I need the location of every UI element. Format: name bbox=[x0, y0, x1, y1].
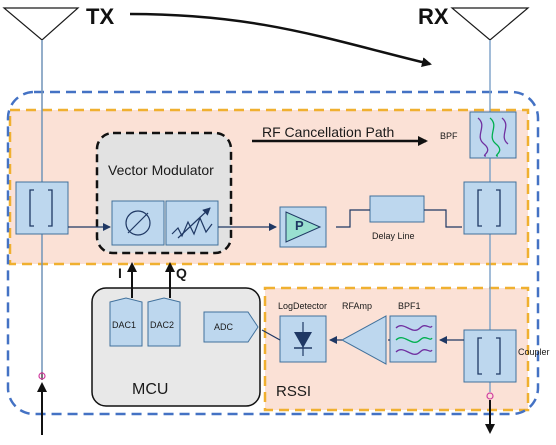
dac2-shape bbox=[147, 297, 181, 347]
mcu-label: MCU bbox=[132, 381, 169, 398]
adc-shape bbox=[203, 311, 259, 343]
dac2-label: DAC2 bbox=[150, 320, 175, 330]
delay-line-label: Delay Line bbox=[372, 231, 415, 241]
bottom-coupler bbox=[463, 329, 517, 383]
bpf1-label: BPF1 bbox=[398, 301, 421, 311]
rf-amp-icon bbox=[340, 315, 387, 365]
rx-node bbox=[486, 392, 494, 400]
log-detector-label: LogDetector bbox=[278, 301, 328, 311]
adc-label: ADC bbox=[214, 322, 234, 332]
rx-antenna-icon bbox=[450, 7, 530, 41]
attenuator-icon bbox=[171, 216, 213, 238]
amp-p-label: P bbox=[295, 218, 304, 233]
q-label: Q bbox=[176, 265, 187, 281]
rf-amp-label: RFAmp bbox=[342, 301, 373, 311]
bpf-label: BPF bbox=[440, 131, 458, 141]
rf-path-label: RF Cancellation Path bbox=[262, 124, 395, 140]
right-coupler bbox=[463, 181, 517, 235]
tx-rx-arrow bbox=[129, 12, 432, 67]
tx-node bbox=[38, 372, 46, 380]
tx-label: TX bbox=[86, 4, 115, 29]
bpf-top bbox=[469, 111, 517, 159]
rssi-label: RSSI bbox=[276, 383, 312, 400]
left-coupler bbox=[15, 181, 69, 235]
dac1-shape bbox=[109, 297, 143, 347]
phase-icon bbox=[125, 210, 151, 236]
dac1-label: DAC1 bbox=[112, 320, 137, 330]
attenuator bbox=[165, 200, 219, 246]
delay-line bbox=[369, 195, 425, 223]
phase-shifter bbox=[111, 200, 165, 246]
rx-label: RX bbox=[418, 4, 449, 29]
vector-modulator-label: Vector Modulator bbox=[108, 162, 214, 178]
coupler-label: Coupler bbox=[518, 347, 550, 357]
amplifier-icon bbox=[285, 211, 322, 243]
i-label: I bbox=[118, 265, 122, 281]
